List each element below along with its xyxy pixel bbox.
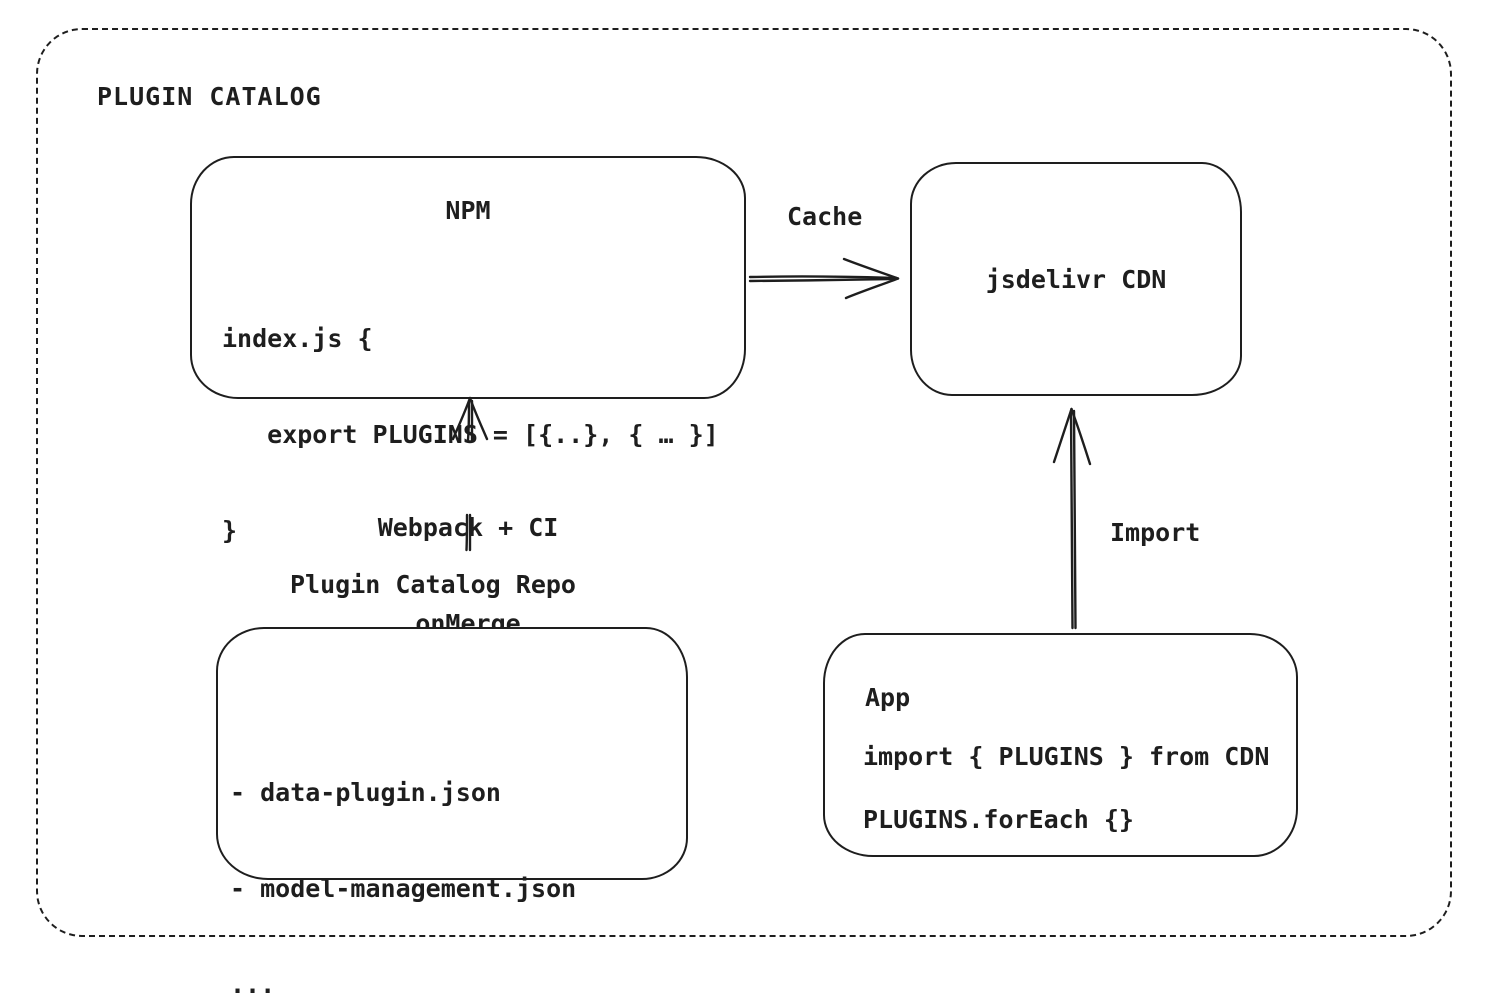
import-edge-label: Import [1110,518,1201,547]
build-connector-line [465,513,472,552]
repo-node-label: Plugin Catalog Repo [290,570,576,599]
catalog-boundary-frame [36,28,1452,937]
repo-file-item: - model-management.json [230,874,577,903]
repo-node: - data-plugin.json - model-management.js… [216,627,688,999]
webpack-build-arrow [451,396,489,442]
diagram-title: PLUGIN CATALOG [97,82,322,111]
repo-file-item: ... [230,970,276,999]
build-edge-label: Webpack + CI onMerge [348,448,588,704]
npm-node-title: NPM [445,196,491,225]
app-code-line: PLUGINS.forEach {} [863,805,1134,834]
repo-file-item: - data-plugin.json [230,778,501,807]
npm-code-line: index.js { [222,324,373,353]
app-node-title: App [865,683,911,712]
build-edge-label-line1: Webpack + CI [377,513,559,542]
cdn-node-label: jsdelivr CDN [985,264,1167,294]
cache-edge-label: Cache [787,202,863,231]
repo-file-list: - data-plugin.json - model-management.js… [230,713,576,1002]
app-node: App import { PLUGINS } from CDN PLUGINS.… [823,633,1298,857]
cache-arrow [748,257,900,300]
npm-code-line: } [222,516,238,545]
app-code-line: import { PLUGINS } from CDN [863,742,1270,771]
npm-node: NPM index.js { export PLUGINS = [{..}, {… [190,156,746,545]
import-arrow [1052,407,1092,630]
cdn-node: jsdelivr CDN [910,162,1242,396]
